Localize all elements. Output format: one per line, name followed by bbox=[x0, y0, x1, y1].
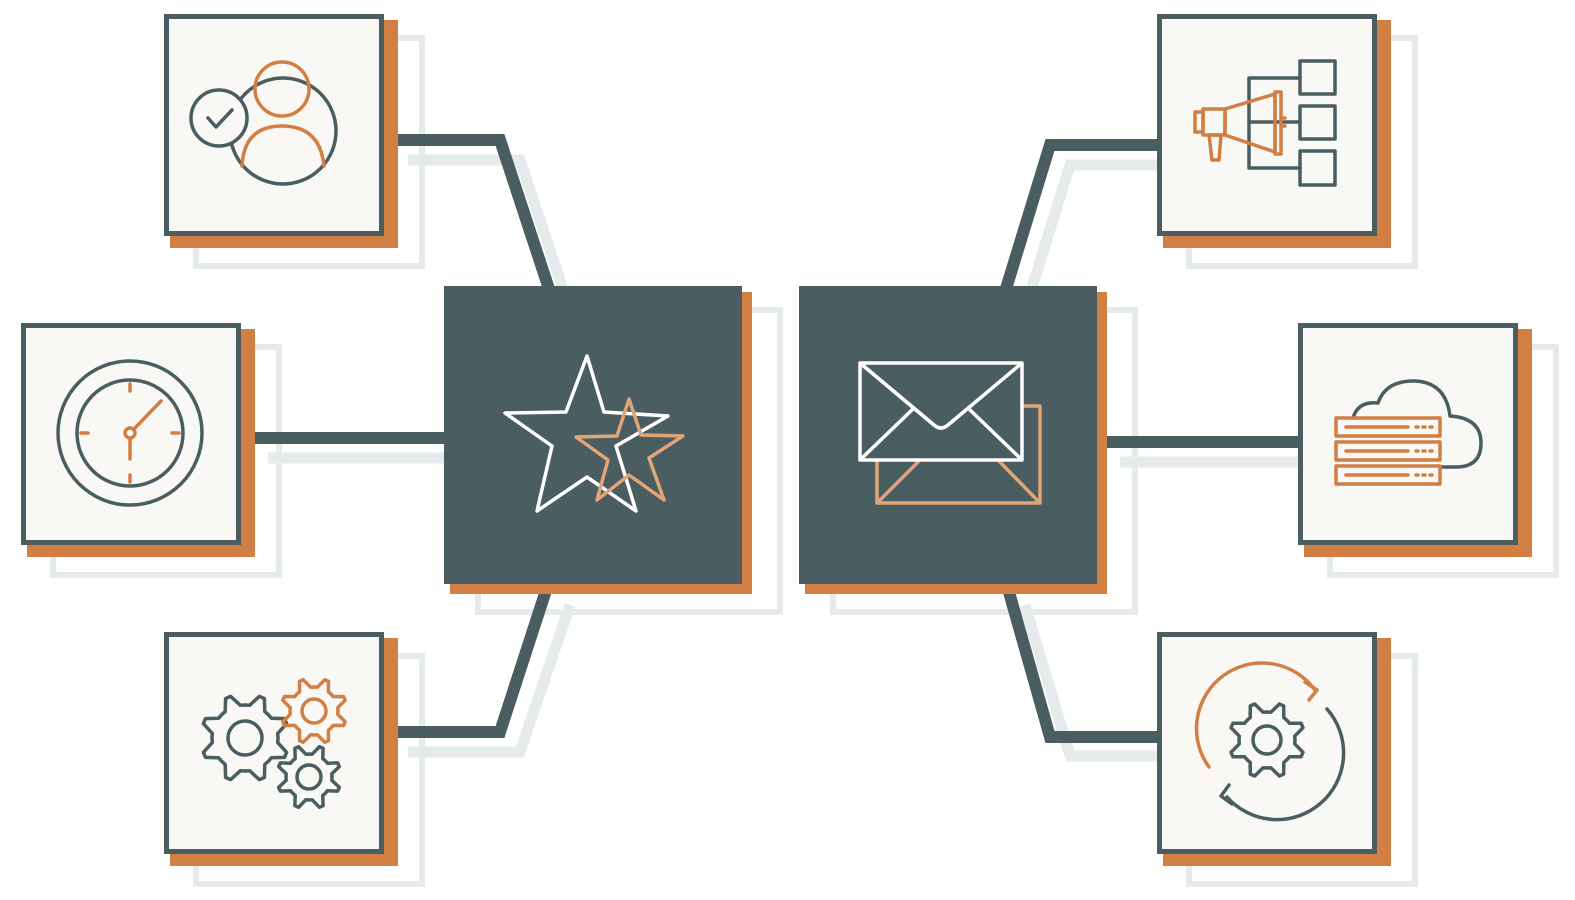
node-megaphone-tree[interactable] bbox=[1157, 14, 1392, 249]
envelopes-icon bbox=[858, 361, 1042, 505]
gear-sync-icon bbox=[1194, 661, 1346, 822]
connector-refresh-to-email bbox=[999, 576, 1160, 743]
connector-gears-to-favorites bbox=[388, 576, 556, 738]
node-clock[interactable] bbox=[21, 323, 256, 558]
tile-body bbox=[1157, 14, 1377, 236]
hub-favorites[interactable] bbox=[444, 286, 752, 594]
connector-megaphone-to-email bbox=[999, 139, 1160, 294]
connector-user-to-favorites bbox=[388, 134, 556, 294]
connector-shadow bbox=[1019, 159, 1180, 312]
tile-body bbox=[1298, 323, 1518, 545]
tile-body bbox=[164, 632, 384, 854]
node-gear-refresh[interactable] bbox=[1157, 632, 1392, 867]
cloud-server-icon bbox=[1334, 379, 1483, 486]
hub-email[interactable] bbox=[799, 286, 1107, 594]
gear-outline bbox=[281, 678, 347, 744]
gears-icon bbox=[201, 678, 347, 810]
node-user-verified[interactable] bbox=[164, 14, 399, 249]
connector-shadow bbox=[408, 603, 576, 758]
node-gears[interactable] bbox=[164, 632, 399, 867]
connector-shadows bbox=[268, 154, 1320, 762]
megaphone-hierarchy-icon bbox=[1193, 59, 1337, 187]
node-cloud-servers[interactable] bbox=[1298, 323, 1533, 558]
gear-outline bbox=[201, 694, 289, 782]
gear-outline bbox=[1229, 702, 1305, 778]
connector-lines bbox=[245, 134, 1300, 743]
tile-body bbox=[1157, 632, 1377, 854]
clock-icon bbox=[56, 359, 204, 507]
user-check-icon bbox=[189, 60, 338, 186]
connector-shadow bbox=[1019, 603, 1180, 762]
hub-body bbox=[799, 286, 1097, 584]
two-stars-icon bbox=[503, 354, 685, 513]
connector-shadow bbox=[408, 154, 576, 312]
tile-body bbox=[21, 323, 241, 545]
gear-outline bbox=[276, 744, 342, 810]
